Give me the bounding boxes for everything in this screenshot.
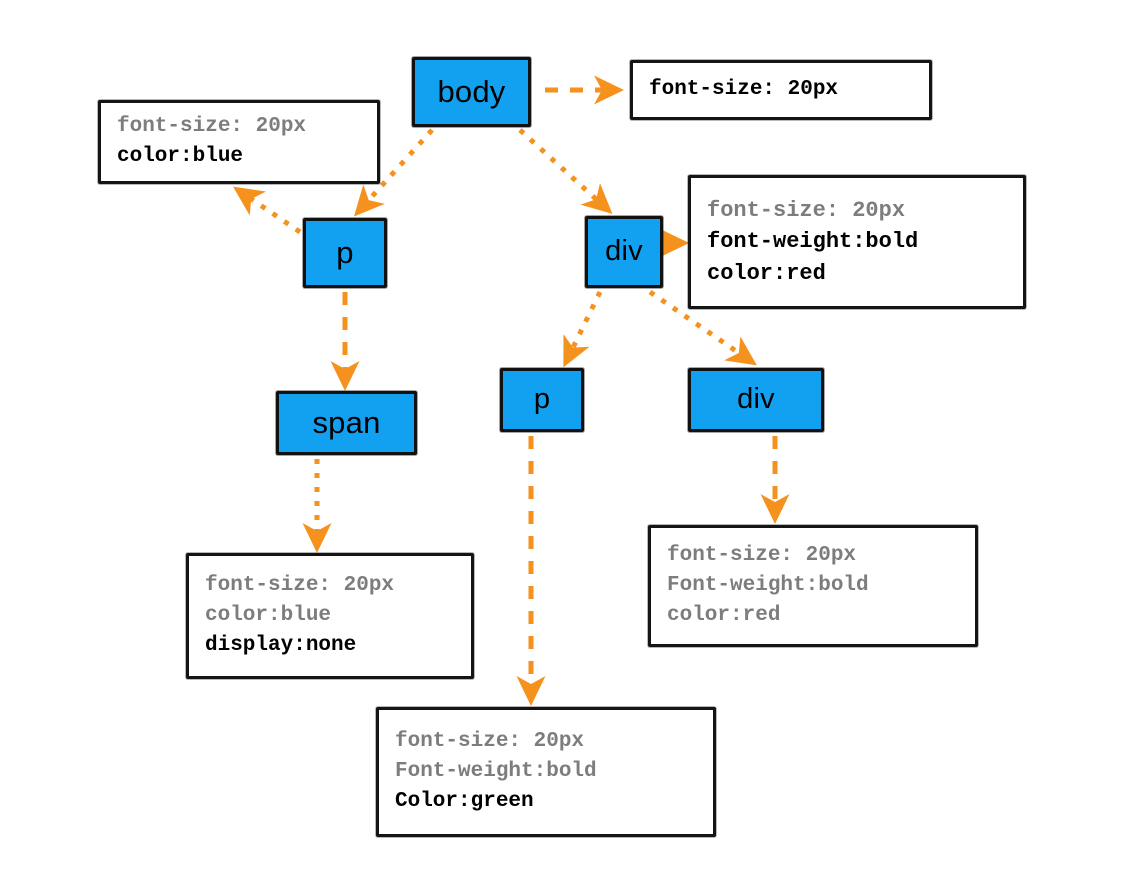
edge-p1-to-note (233, 186, 302, 235)
css-declaration-declared: font-size: 20px (649, 78, 839, 102)
css-declaration-declared: color:red (707, 260, 826, 286)
dom-node-body[interactable]: body (412, 57, 531, 127)
edge-div1-to-p2 (563, 290, 603, 368)
css-declaration-inherited: Font-weight:bold (395, 760, 597, 784)
css-declaration-inherited: font-size: 20px (117, 115, 307, 139)
note-div1: font-size: 20px font-weight:bold color:red (688, 175, 1026, 309)
dom-node-label: p (336, 234, 354, 270)
dom-node-div2[interactable]: div (688, 368, 824, 432)
note-p1: font-size: 20px color:blue (98, 100, 380, 184)
dom-node-label: div (737, 382, 775, 415)
css-declaration-declared: display:none (205, 633, 357, 657)
css-declaration-declared: color:blue (117, 145, 244, 168)
note-span1: font-size: 20px color:blue display:none (186, 553, 474, 679)
edge-body-to-div1 (518, 128, 613, 215)
css-declaration-inherited: font-size: 20px (667, 544, 857, 568)
dom-node-p2[interactable]: p (500, 368, 584, 432)
css-declaration-declared: Color:green (395, 789, 534, 813)
css-declaration-inherited: font-size: 20px (707, 198, 906, 224)
note-body: font-size: 20px (630, 60, 932, 120)
dom-node-label: span (312, 404, 381, 440)
dom-node-span1[interactable]: span (276, 391, 417, 455)
dom-node-label: div (605, 234, 643, 267)
css-declaration-inherited: font-size: 20px (205, 574, 395, 598)
dom-node-label: p (533, 382, 551, 415)
dom-node-p1[interactable]: p (303, 218, 387, 288)
css-declaration-inherited: color:blue (205, 604, 332, 628)
css-declaration-inherited: Font-weight:bold (667, 574, 869, 598)
css-declaration-inherited: font-size: 20px (395, 730, 585, 754)
dom-node-label: body (437, 73, 506, 109)
dom-node-div1[interactable]: div (585, 216, 663, 288)
css-declaration-declared: font-weight:bold (707, 229, 919, 255)
css-declaration-inherited: color:red (667, 603, 781, 627)
